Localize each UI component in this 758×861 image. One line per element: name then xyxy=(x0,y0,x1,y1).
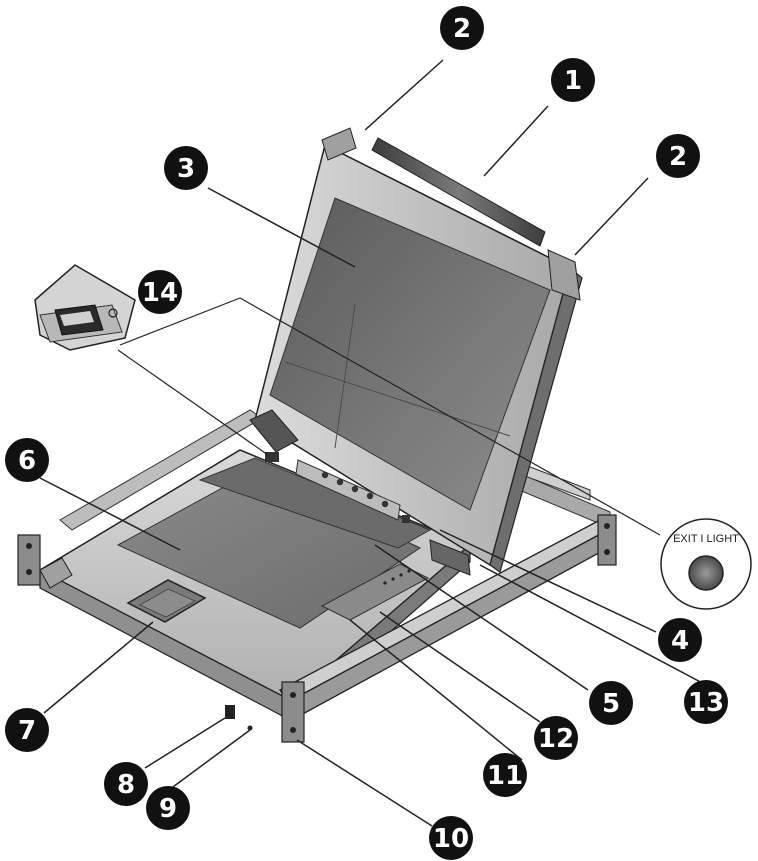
lcd-screen xyxy=(269,197,551,511)
callout-14: 14 xyxy=(138,270,182,314)
callout-6: 6 xyxy=(5,438,49,482)
callout-13: 13 xyxy=(684,680,728,724)
callout-2-right: 2 xyxy=(656,134,700,178)
svg-text:12: 12 xyxy=(538,724,574,754)
svg-text:5: 5 xyxy=(602,689,620,719)
osd-button-4[interactable] xyxy=(366,492,374,500)
inset-exit-light: EXIT I LIGHT xyxy=(239,297,752,610)
callout-1: 1 xyxy=(551,58,595,102)
callout-3: 3 xyxy=(164,146,208,190)
svg-text:6: 6 xyxy=(18,446,36,476)
svg-text:9: 9 xyxy=(159,794,177,824)
front-rack-rail[interactable] xyxy=(17,514,617,743)
svg-text:1: 1 xyxy=(564,66,582,96)
svg-text:11: 11 xyxy=(487,761,523,791)
port-9 xyxy=(247,725,253,731)
callout-12: 12 xyxy=(534,716,578,760)
svg-text:3: 3 xyxy=(177,154,195,184)
lcd-handle[interactable] xyxy=(371,137,546,247)
exit-light-button-on-unit[interactable] xyxy=(402,515,410,523)
svg-text:2: 2 xyxy=(669,142,687,172)
svg-text:10: 10 xyxy=(433,824,469,854)
osd-button-5[interactable] xyxy=(381,500,389,508)
callout-7: 7 xyxy=(5,708,49,752)
led-panel xyxy=(320,563,430,621)
port-8 xyxy=(225,705,235,719)
osd-button-2[interactable] xyxy=(336,478,344,486)
keyboard[interactable] xyxy=(116,469,422,629)
callout-8: 8 xyxy=(104,762,148,806)
exit-light-label: EXIT I LIGHT xyxy=(673,533,739,545)
svg-text:2: 2 xyxy=(453,14,471,44)
svg-text:8: 8 xyxy=(117,770,135,800)
callout-10: 10 xyxy=(429,816,473,860)
callout-4: 4 xyxy=(658,618,702,662)
callout-11: 11 xyxy=(483,753,527,797)
svg-text:7: 7 xyxy=(18,716,36,746)
osd-button-1[interactable] xyxy=(321,471,329,479)
osd-button-3[interactable] xyxy=(351,485,359,493)
lcd-monitor xyxy=(249,127,583,576)
svg-text:4: 4 xyxy=(671,626,689,656)
callout-2-top: 2 xyxy=(440,6,484,50)
svg-text:14: 14 xyxy=(142,278,178,308)
exit-light-button[interactable] xyxy=(688,555,724,591)
svg-text:13: 13 xyxy=(688,688,724,718)
inset-power-switch xyxy=(34,264,269,456)
callout-5: 5 xyxy=(589,681,633,725)
callout-9: 9 xyxy=(146,786,190,830)
leader-lines xyxy=(39,59,709,827)
